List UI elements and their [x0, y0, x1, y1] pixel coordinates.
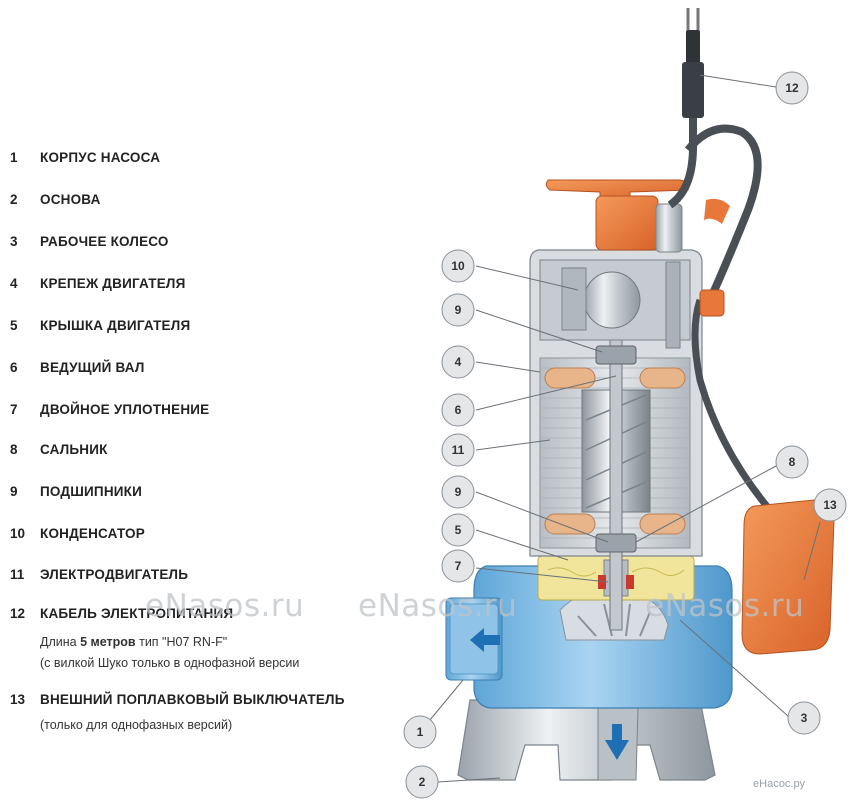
credit-text: eНасос.ру: [753, 778, 805, 790]
legend-label: КОРПУС НАСОСА: [40, 150, 161, 165]
callout-5: 5: [441, 513, 475, 547]
legend-label: ОСНОВА: [40, 192, 101, 207]
callout-label: 7: [455, 559, 462, 573]
legend-number: 12: [10, 606, 26, 621]
callout-6: 6: [441, 393, 475, 427]
legend-item-8: 8 САЛЬНИК: [10, 442, 108, 457]
legend-item-10: 10 КОНДЕНСАТОР: [10, 526, 145, 541]
inlet-arrow-icon: [605, 724, 629, 760]
legend-label: САЛЬНИК: [40, 442, 108, 457]
callout-9-top: 9: [441, 293, 475, 327]
legend-label: ПОДШИПНИКИ: [40, 484, 143, 499]
legend-label: ВНЕШНИЙ ПОПЛАВКОВЫЙ ВЫКЛЮЧАТЕЛЬ: [40, 692, 345, 707]
callout-label: 8: [789, 455, 796, 469]
legend-label: ДВОЙНОЕ УПЛОТНЕНИЕ: [40, 402, 210, 417]
legend-number: 6: [10, 360, 18, 375]
callout-4: 4: [441, 345, 475, 379]
callout-label: 6: [455, 403, 462, 417]
legend-item-6: 6 ВЕДУЩИЙ ВАЛ: [10, 360, 145, 375]
legend-item-1: 1 КОРПУС НАСОСА: [10, 150, 160, 165]
legend-label: ЭЛЕКТРОДВИГАТЕЛЬ: [40, 567, 189, 582]
handle: [545, 179, 689, 253]
legend-item-4: 4 КРЕПЕЖ ДВИГАТЕЛЯ: [10, 276, 185, 291]
callout-label: 13: [823, 498, 837, 512]
callout-10: 10: [441, 249, 475, 283]
legend-number: 1: [10, 150, 18, 165]
callout-1: 1: [403, 715, 437, 749]
legend-number: 11: [10, 567, 25, 582]
callout-label: 9: [455, 485, 462, 499]
callout-label: 3: [801, 711, 808, 725]
callout-label: 1: [417, 725, 424, 739]
callout-7: 7: [441, 549, 475, 583]
cable-note-line2: (с вилкой Шуко только в однофазной верси…: [40, 656, 300, 670]
legend-item-11: 11 ЭЛЕКТРОДВИГАТЕЛЬ: [10, 567, 188, 582]
cable-note-line1: Длина 5 метров тип "H07 RN-F": [40, 635, 227, 649]
callout-12: 12: [775, 71, 809, 105]
pump-body: [445, 565, 733, 709]
legend-item-5: 5 КРЫШКА ДВИГАТЕЛЯ: [10, 318, 190, 333]
callout-leaders: [419, 74, 821, 783]
legend-item-12: 12 КАБЕЛЬ ЭЛЕКТРОПИТАНИЯ: [10, 606, 233, 621]
callout-label: 4: [455, 355, 462, 369]
legend-item-13: 13 ВНЕШНИЙ ПОПЛАВКОВЫЙ ВЫКЛЮЧАТЕЛЬ: [10, 692, 345, 707]
float-note: (только для однофазных версий): [40, 718, 233, 732]
legend-number: 4: [10, 276, 18, 291]
power-cable: [667, 8, 773, 513]
motor-housing: [529, 249, 703, 631]
callout-label: 12: [785, 81, 799, 95]
callout-3: 3: [787, 701, 821, 735]
callout-2: 2: [405, 765, 439, 799]
legend-item-9: 9 ПОДШИПНИКИ: [10, 484, 142, 499]
legend-label: КОНДЕНСАТОР: [40, 526, 145, 541]
legend-number: 5: [10, 318, 18, 333]
legend-label: РАБОЧЕЕ КОЛЕСО: [40, 234, 169, 249]
callout-9-bottom: 9: [441, 475, 475, 509]
legend-number: 3: [10, 234, 18, 249]
legend-label: КРЫШКА ДВИГАТЕЛЯ: [40, 318, 191, 333]
legend-number: 10: [10, 526, 26, 541]
legend: 1 КОРПУС НАСОСА 2 ОСНОВА 3 РАБОЧЕЕ КОЛЕСО 4…: [0, 0, 420, 800]
watermark: eNasos.ru: [645, 588, 805, 624]
callout-label: 2: [419, 775, 426, 789]
legend-item-2: 2 ОСНОВА: [10, 192, 101, 207]
callout-label: 9: [455, 303, 462, 317]
legend-label: ВЕДУЩИЙ ВАЛ: [40, 360, 145, 375]
callout-11: 11: [441, 433, 475, 467]
callout-label: 10: [451, 259, 465, 273]
legend-number: 13: [10, 692, 26, 707]
legend-item-3: 3 РАБОЧЕЕ КОЛЕСО: [10, 234, 169, 249]
legend-number: 7: [10, 402, 18, 417]
float-switch: [741, 499, 835, 655]
cable-type: тип "H07 RN-F": [135, 635, 228, 649]
watermark: eNasos.ru: [358, 588, 518, 624]
cable-length: 5 метров: [80, 635, 136, 649]
callout-label: 11: [452, 443, 465, 457]
legend-number: 9: [10, 484, 18, 499]
callout-8: 8: [775, 445, 809, 479]
legend-label: КРЕПЕЖ ДВИГАТЕЛЯ: [40, 276, 186, 291]
pump-base: [457, 699, 716, 781]
callout-13: 13: [813, 488, 847, 522]
legend-label: КАБЕЛЬ ЭЛЕКТРОПИТАНИЯ: [40, 606, 234, 621]
legend-item-7: 7 ДВОЙНОЕ УПЛОТНЕНИЕ: [10, 402, 209, 417]
legend-number: 8: [10, 442, 18, 457]
cable-note-text: Длина: [40, 635, 81, 649]
legend-number: 2: [10, 192, 18, 207]
callout-label: 5: [455, 523, 462, 537]
watermark: eNasos.ru: [145, 588, 305, 624]
